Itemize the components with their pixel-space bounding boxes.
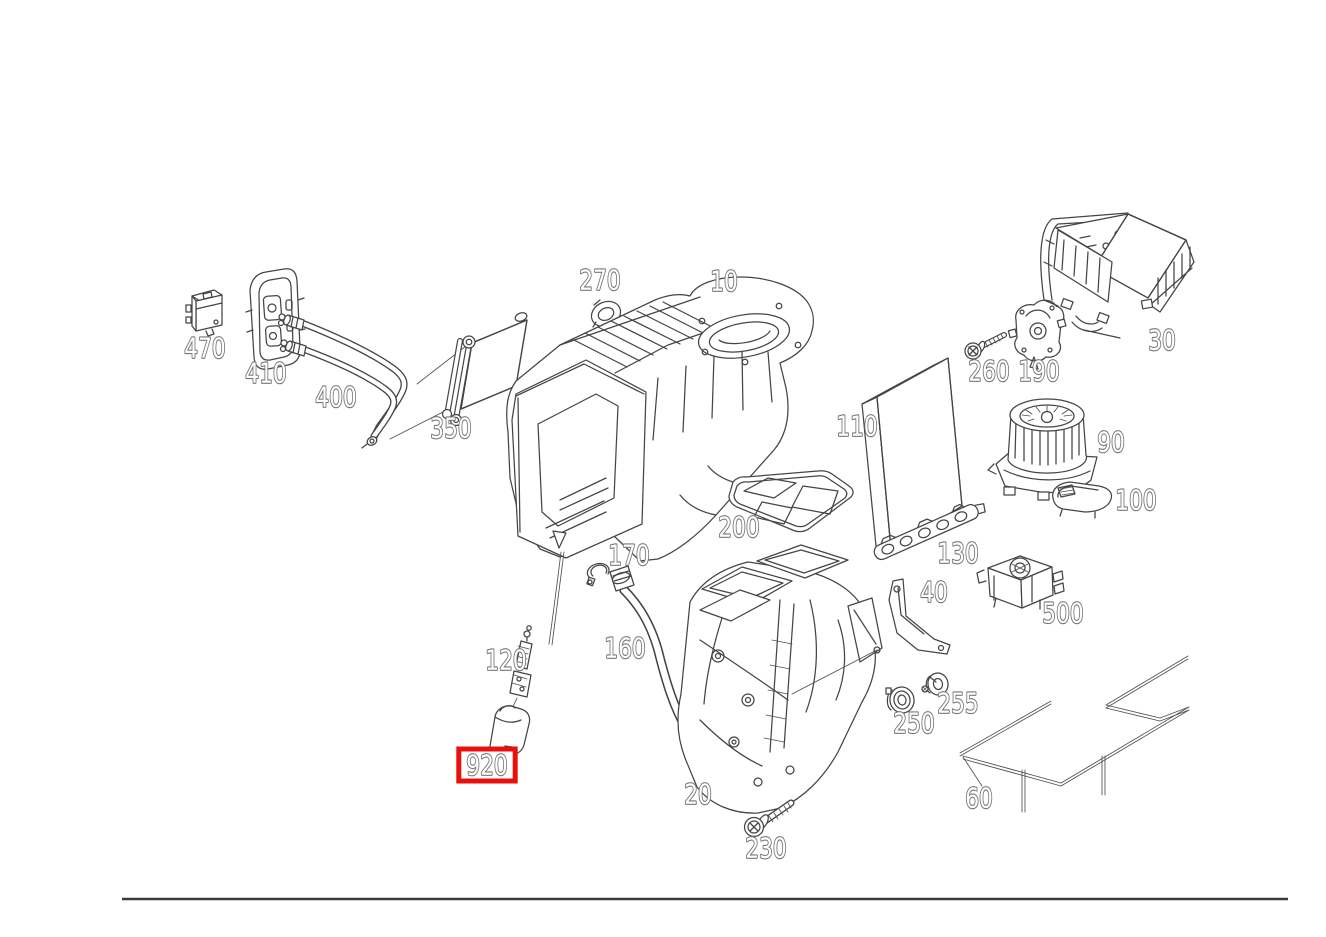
part-number-20: 20 xyxy=(684,778,712,811)
part-number-350: 350 xyxy=(430,412,471,445)
part-number-470: 470 xyxy=(184,332,225,365)
part-callout-350[interactable]: 350 xyxy=(429,410,473,445)
part-callout-60[interactable]: 60 xyxy=(964,780,994,815)
labels-layer: 470 410 400 350 270 10 110 260 190 30 90 100 200 130 4… xyxy=(183,262,1177,865)
part-callout-20[interactable]: 20 xyxy=(683,776,713,811)
part-drawing-255 xyxy=(921,672,949,696)
part-number-110: 110 xyxy=(836,410,877,443)
part-drawing-100 xyxy=(1052,481,1113,519)
part-drawing-230 xyxy=(743,799,795,838)
part-callout-40[interactable]: 40 xyxy=(919,574,949,609)
part-number-10: 10 xyxy=(710,265,738,298)
part-callout-410[interactable]: 410 xyxy=(244,355,288,390)
part-number-200: 200 xyxy=(718,511,759,544)
part-number-60: 60 xyxy=(965,782,993,815)
part-callout-30[interactable]: 30 xyxy=(1147,322,1177,357)
part-number-160: 160 xyxy=(604,632,645,665)
part-drawing-20 xyxy=(677,544,883,814)
part-drawing-500 xyxy=(976,555,1065,610)
part-number-255: 255 xyxy=(937,687,978,720)
part-number-170: 170 xyxy=(608,539,649,572)
part-number-920: 920 xyxy=(466,749,507,782)
part-drawing-40 xyxy=(888,578,951,655)
part-number-410: 410 xyxy=(245,357,286,390)
part-callout-90[interactable]: 90 xyxy=(1096,424,1126,459)
part-drawing-60 xyxy=(959,655,1190,813)
part-callout-120[interactable]: 120 xyxy=(484,642,528,677)
part-number-120: 120 xyxy=(485,644,526,677)
part-callout-160[interactable]: 160 xyxy=(603,630,647,665)
part-drawing-470 xyxy=(185,289,223,337)
part-drawing-110 xyxy=(861,357,963,557)
part-drawing-170 xyxy=(586,562,610,587)
part-drawing-190 xyxy=(1007,299,1067,370)
part-callout-920[interactable]: 920 xyxy=(456,746,518,784)
part-callout-270[interactable]: 270 xyxy=(578,262,622,297)
part-callout-470[interactable]: 470 xyxy=(183,330,227,365)
part-number-270: 270 xyxy=(579,264,620,297)
part-drawing-260 xyxy=(964,332,1007,360)
part-callout-10[interactable]: 10 xyxy=(709,263,739,298)
part-callout-250[interactable]: 250 xyxy=(892,705,936,740)
part-callout-500[interactable]: 500 xyxy=(1041,595,1085,630)
part-drawing-30 xyxy=(1040,212,1195,339)
part-drawing-250 xyxy=(885,686,915,714)
part-callout-190[interactable]: 190 xyxy=(1017,353,1061,388)
part-number-90: 90 xyxy=(1097,426,1125,459)
part-number-40: 40 xyxy=(920,576,948,609)
part-callout-100[interactable]: 100 xyxy=(1114,482,1158,517)
part-number-400: 400 xyxy=(315,381,356,414)
part-callout-260[interactable]: 260 xyxy=(967,353,1011,388)
part-drawing-200 xyxy=(728,470,854,533)
part-callout-200[interactable]: 200 xyxy=(717,509,761,544)
part-callout-130[interactable]: 130 xyxy=(936,535,980,570)
highlight-box xyxy=(456,746,518,784)
part-number-230: 230 xyxy=(745,832,786,865)
part-number-250: 250 xyxy=(893,707,934,740)
part-callout-400[interactable]: 400 xyxy=(314,379,358,414)
part-number-190: 190 xyxy=(1018,355,1059,388)
part-callout-110[interactable]: 110 xyxy=(835,408,879,443)
part-drawing-400 xyxy=(277,313,408,449)
part-number-30: 30 xyxy=(1148,324,1176,357)
part-callout-170[interactable]: 170 xyxy=(607,537,651,572)
part-drawing-130 xyxy=(873,503,986,561)
part-number-130: 130 xyxy=(937,537,978,570)
part-number-100: 100 xyxy=(1115,484,1156,517)
part-number-500: 500 xyxy=(1042,597,1083,630)
part-callout-255[interactable]: 255 xyxy=(936,685,980,720)
part-number-260: 260 xyxy=(968,355,1009,388)
part-callout-230[interactable]: 230 xyxy=(744,830,788,865)
